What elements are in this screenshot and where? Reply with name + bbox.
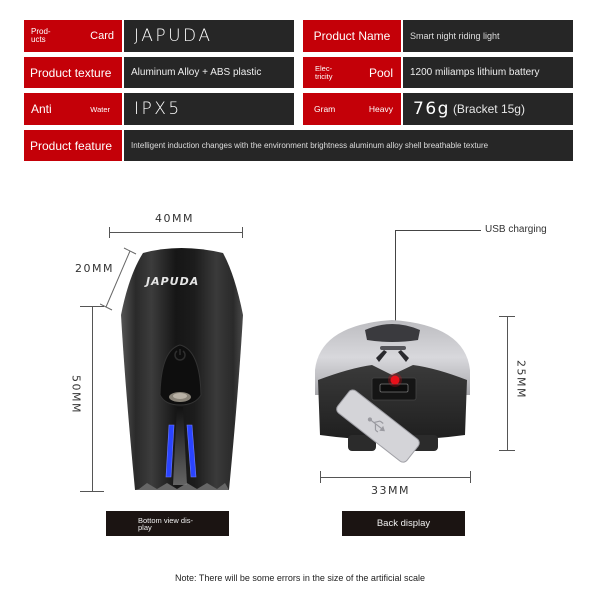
texture-label-text: Product texture <box>30 65 112 80</box>
back-view-caption: Back display <box>342 511 465 536</box>
dim-top-label: 20MM <box>75 262 114 275</box>
product-name-value-text: Smart night riding light <box>410 31 500 41</box>
front-light-image <box>121 248 243 490</box>
weight-main-text: 76g <box>413 99 450 119</box>
waterproof-value-text: IPX5 <box>134 99 182 119</box>
dim-back-width-line <box>320 477 471 478</box>
front-caption-text: Bottom view dis- play <box>138 515 194 532</box>
value-weight: 76g (Bracket 15g) <box>403 93 573 125</box>
weight-bracket-text: (Bracket 15g) <box>452 102 525 116</box>
gram-label-text: Gram <box>314 104 336 114</box>
pool-label-text: Pool <box>368 65 393 80</box>
dim-cap <box>499 316 515 317</box>
feature-label-text: Product feature <box>30 138 113 153</box>
electricity-label-text: Elec- tricity <box>315 63 333 81</box>
value-brand: JAPUDA <box>124 20 294 52</box>
dim-back-height-label: 25MM <box>514 360 528 399</box>
dim-top-line <box>100 247 137 311</box>
dim-cap <box>109 227 110 238</box>
label-products: Prod- ucts <box>31 27 51 44</box>
product-name-label-text: Product Name <box>313 29 391 43</box>
usb-callout-line-h <box>395 230 481 231</box>
dim-cap <box>470 471 471 483</box>
back-caption-text: Back display <box>376 518 431 529</box>
scale-note: Note: There will be some errors in the s… <box>175 573 425 583</box>
dim-cap <box>320 471 321 483</box>
value-feature: Intelligent induction changes with the e… <box>124 130 573 161</box>
dim-height-line <box>92 306 93 492</box>
battery-value-text: 1200 miliamps lithium battery <box>410 67 540 78</box>
label-product-feature: Product feature <box>24 130 122 161</box>
anti-label-text: Anti <box>31 102 52 116</box>
usb-callout-line-v <box>395 230 396 380</box>
dim-back-width-label: 33MM <box>371 484 410 497</box>
brand-logo: JAPUDA <box>146 275 200 288</box>
label-product-name: Product Name <box>303 20 401 52</box>
value-texture: Aluminum Alloy + ABS plastic <box>124 57 294 88</box>
value-waterproof: IPX5 <box>124 93 294 125</box>
value-battery: 1200 miliamps lithium battery <box>403 57 573 88</box>
label-anti-water: Anti Water <box>24 93 122 125</box>
texture-value-text: Aluminum Alloy + ABS plastic <box>131 67 262 78</box>
dim-cap <box>499 450 515 451</box>
label-electricity-pool: Elec- tricity Pool <box>303 57 401 88</box>
dim-width-line <box>109 232 243 233</box>
label-card: Card <box>90 30 114 42</box>
value-product-name: Smart night riding light <box>403 20 573 52</box>
dim-cap <box>80 491 104 492</box>
back-light-image <box>315 320 470 463</box>
dim-height-label: 50MM <box>69 375 83 414</box>
heavy-label-text: Heavy <box>368 104 393 114</box>
label-products-card: Prod- ucts Card <box>24 20 122 52</box>
feature-value-text: Intelligent induction changes with the e… <box>131 141 489 150</box>
label-gram-heavy: Gram Heavy <box>303 93 401 125</box>
front-view-caption: Bottom view dis- play <box>106 511 229 536</box>
usb-icon <box>367 417 385 433</box>
dim-cap <box>242 227 243 238</box>
usb-charging-label: USB charging <box>485 224 547 235</box>
label-product-texture: Product texture <box>24 57 122 88</box>
dim-cap <box>80 306 104 307</box>
water-label-text: Water <box>90 104 110 114</box>
dim-width-label: 40MM <box>155 212 194 225</box>
dim-back-height-line <box>507 316 508 451</box>
brand-value-text: JAPUDA <box>134 26 213 46</box>
power-icon <box>174 349 186 361</box>
